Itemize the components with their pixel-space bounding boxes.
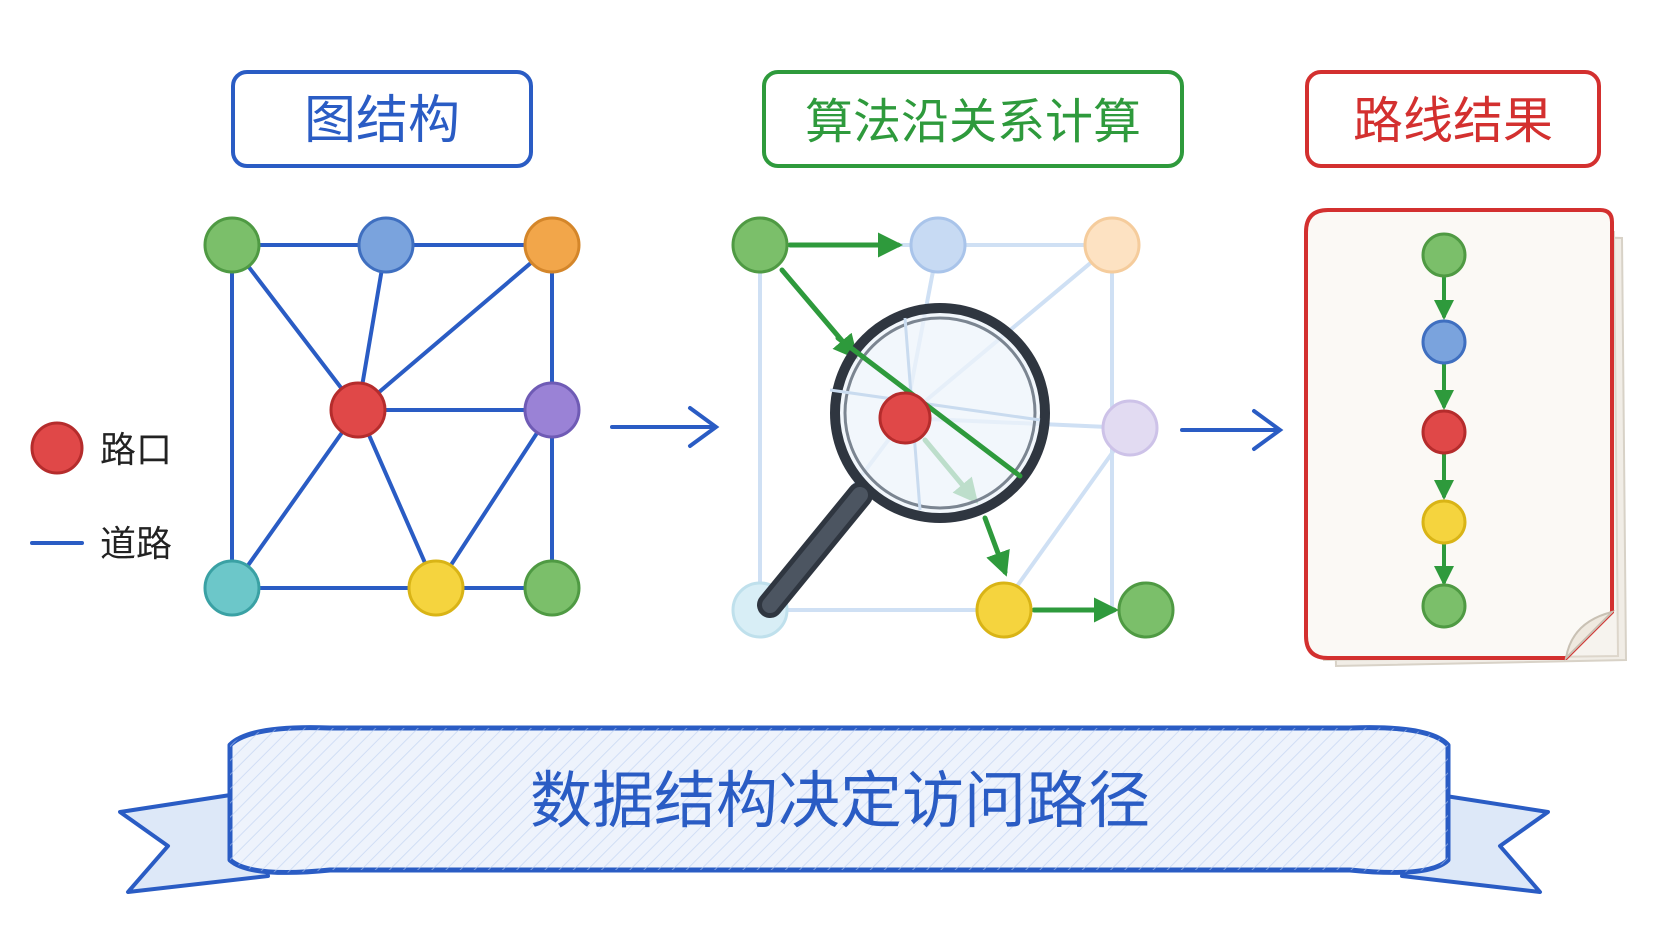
node-blue [357, 216, 415, 274]
graph-nodes [203, 216, 581, 617]
ribbon-banner: 数据结构决定访问路径 [118, 725, 1550, 894]
edge [998, 426, 1132, 612]
route-node-green [1421, 232, 1467, 278]
node-purple-faint [1101, 399, 1159, 457]
node-orange-faint [1083, 216, 1141, 274]
result-title-box: 路线结果 [1305, 70, 1601, 168]
edge [356, 408, 438, 590]
legend-node-icon [30, 421, 84, 475]
node-green-end [1117, 581, 1175, 639]
magnifying-glass-icon [757, 303, 1050, 618]
path-edge [982, 515, 1010, 577]
algo-title-box: 算法沿关系计算 [762, 70, 1184, 168]
edge [434, 408, 554, 590]
banner-text: 数据结构决定访问路径 [530, 764, 1150, 837]
node-yellow-path [975, 581, 1033, 639]
legend: 路口 道路 [30, 421, 172, 565]
node-green-start [731, 216, 789, 274]
node-green-2 [523, 559, 581, 617]
arrow-right-icon [610, 406, 720, 448]
document-icon [1304, 208, 1628, 668]
node-yellow [407, 559, 465, 617]
node-orange [523, 216, 581, 274]
edge [230, 408, 360, 590]
route-node-blue [1421, 319, 1467, 365]
route-node-yellow [1421, 499, 1467, 545]
result-title: 路线结果 [1353, 92, 1553, 150]
graph-title-box: 图结构 [231, 70, 533, 168]
node-purple [523, 381, 581, 439]
edge [356, 243, 554, 412]
result-route [1421, 232, 1467, 629]
route-node-green-end [1421, 583, 1467, 629]
legend-node-label: 路口 [100, 430, 172, 471]
legend-edge-label: 道路 [100, 524, 172, 565]
node-green [203, 216, 261, 274]
algo-path-nodes [731, 216, 1175, 639]
node-blue-faint [909, 216, 967, 274]
node-red [329, 381, 387, 439]
route-node-red [1421, 409, 1467, 455]
algo-title: 算法沿关系计算 [805, 94, 1141, 150]
graph-edges [230, 243, 554, 590]
graph-title: 图结构 [304, 91, 460, 151]
node-teal [203, 559, 261, 617]
edge [230, 243, 360, 412]
arrow-right-icon [1180, 409, 1284, 451]
